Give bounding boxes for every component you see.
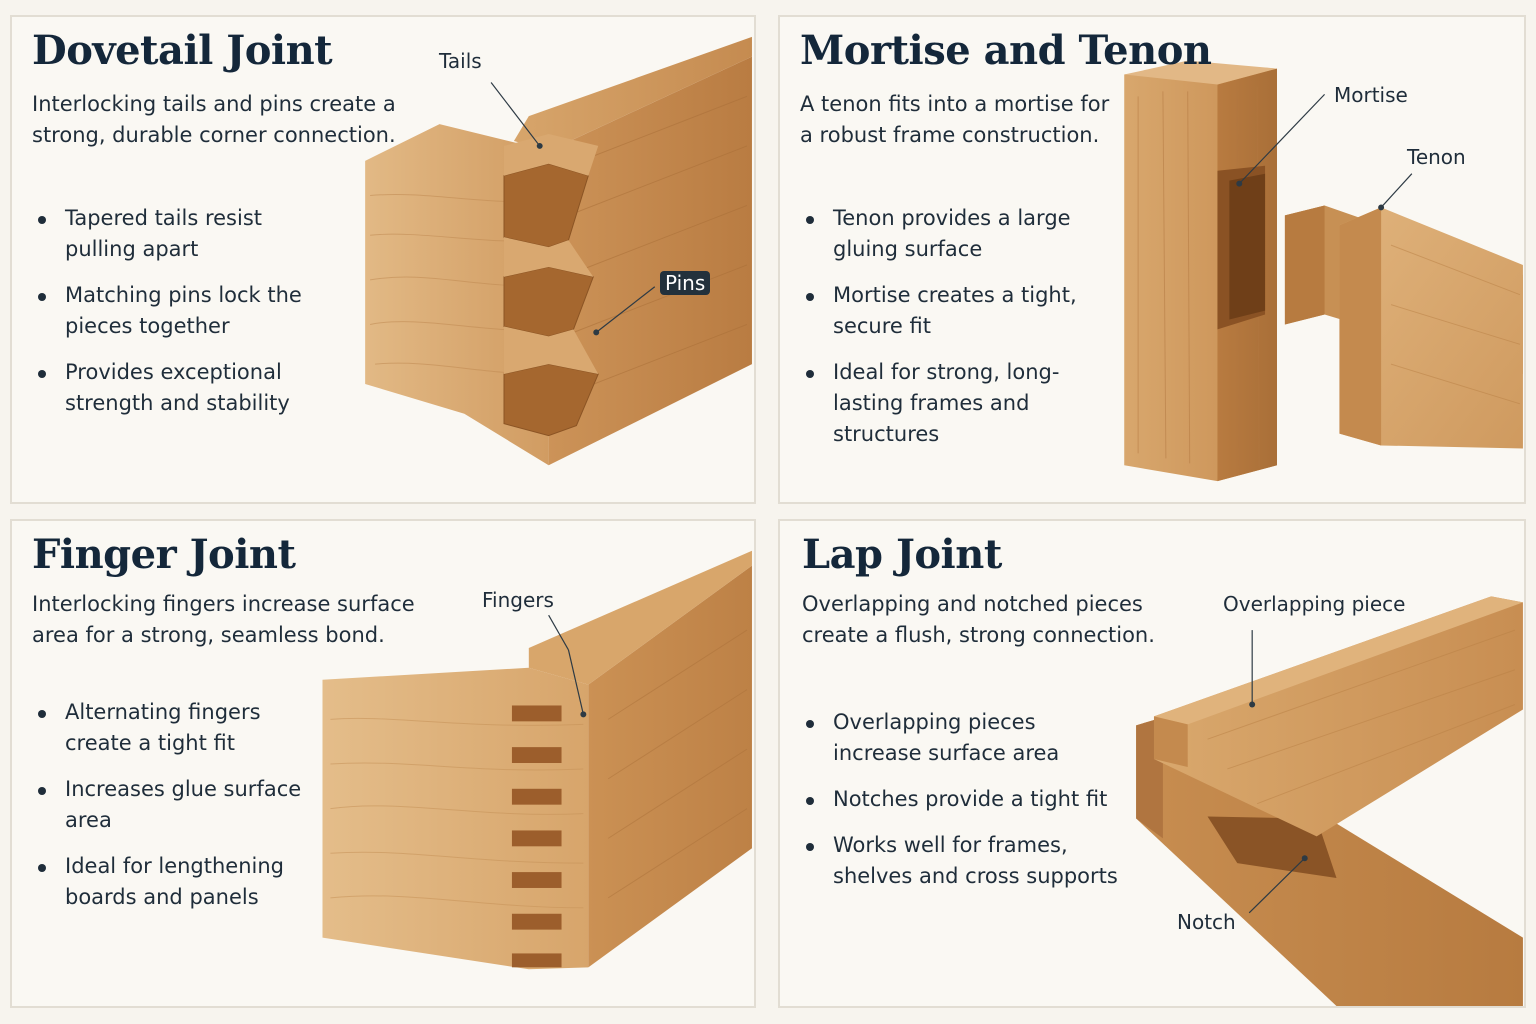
dovetail-joint-illustration — [365, 36, 752, 466]
fingers-callout: Fingers — [482, 588, 554, 612]
list-item: Matching pins lock the pieces together — [32, 280, 332, 342]
lap-joint-panel: Lap Joint Overlapping and notched pieces… — [778, 519, 1526, 1008]
list-item: Provides exceptional strength and stabil… — [32, 357, 332, 419]
list-item: Notches provide a tight fit — [800, 784, 1120, 815]
list-item: Mortise creates a tight, secure fit — [800, 280, 1120, 342]
list-item: Ideal for lengthening boards and panels — [32, 851, 317, 913]
overlapping-piece-callout: Overlapping piece — [1223, 592, 1406, 616]
list-item: Overlapping pieces increase surface area — [800, 707, 1120, 769]
panel-title: Finger Joint — [32, 531, 296, 578]
bullet-list: Tapered tails resist pulling apart Match… — [32, 203, 332, 434]
mortise-callout: Mortise — [1334, 83, 1408, 107]
bullet-list: Overlapping pieces increase surface area… — [800, 707, 1120, 907]
tails-callout: Tails — [439, 49, 482, 73]
mortise-tenon-panel: Mortise and Tenon A tenon fits into a mo… — [778, 15, 1526, 504]
list-item: Tenon provides a large gluing surface — [800, 203, 1120, 265]
list-item: Ideal for strong, long-lasting frames an… — [800, 357, 1120, 450]
panel-description: A tenon fits into a mortise for a robust… — [800, 92, 1110, 147]
panel-description: Interlocking fingers increase surface ar… — [32, 592, 415, 647]
list-item: Increases glue surface area — [32, 774, 317, 836]
panel-title: Dovetail Joint — [32, 27, 333, 74]
panel-description: Interlocking tails and pins create a str… — [32, 92, 396, 147]
bullet-list: Alternating fingers create a tight fit I… — [32, 697, 317, 928]
notch-callout: Notch — [1177, 910, 1236, 934]
finger-joint-illustration — [322, 550, 752, 970]
dovetail-panel: Dovetail Joint Interlocking tails and pi… — [10, 15, 756, 504]
tenon-callout: Tenon — [1407, 145, 1466, 169]
panel-title: Mortise and Tenon — [800, 27, 1212, 74]
lap-joint-illustration — [1136, 596, 1523, 1006]
bullet-list: Tenon provides a large gluing surface Mo… — [800, 203, 1120, 465]
list-item: Works well for frames, shelves and cross… — [800, 830, 1120, 892]
finger-joint-panel: Finger Joint Interlocking fingers increa… — [10, 519, 756, 1008]
list-item: Alternating fingers create a tight fit — [32, 697, 317, 759]
panel-title: Lap Joint — [802, 531, 1002, 578]
panel-description: Overlapping and notched pieces create a … — [802, 592, 1155, 647]
list-item: Tapered tails resist pulling apart — [32, 203, 332, 265]
pins-callout: Pins — [660, 271, 711, 295]
mortise-tenon-illustration — [1124, 60, 1523, 482]
